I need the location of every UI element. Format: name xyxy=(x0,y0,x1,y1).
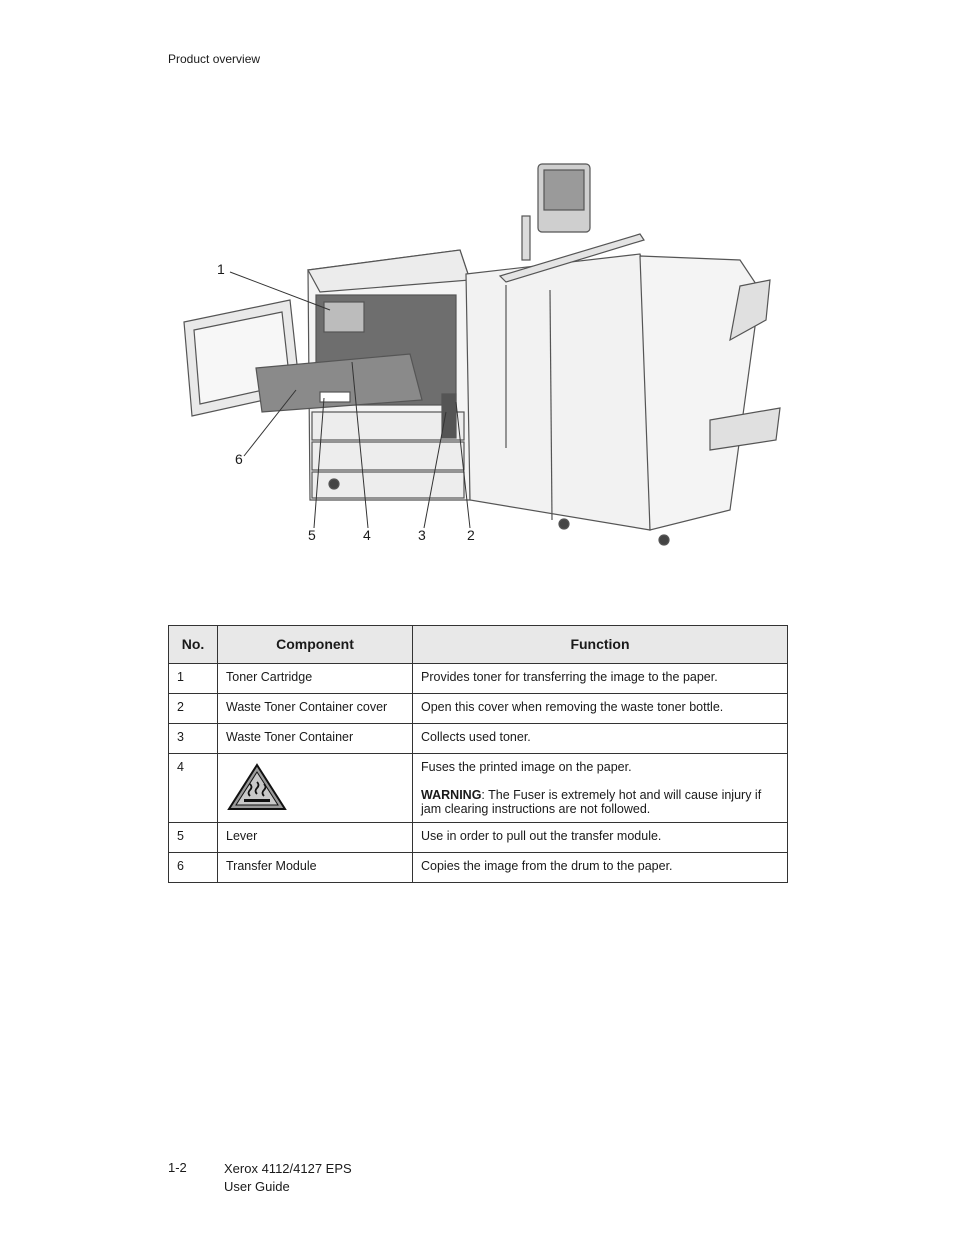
table-row: 2 Waste Toner Container cover Open this … xyxy=(168,693,788,724)
table-row: 3 Waste Toner Container Collects used to… xyxy=(168,723,788,754)
table-row: 6 Transfer Module Copies the image from … xyxy=(168,852,788,883)
row-component: Transfer Module xyxy=(217,852,413,883)
page-number: 1-2 xyxy=(168,1160,187,1175)
row-no: 6 xyxy=(168,852,218,883)
components-table: No. Component Function 1 Toner Cartridge… xyxy=(168,625,788,883)
hot-surface-warning-icon xyxy=(227,763,287,810)
fuser-warning: WARNING: The Fuser is extremely hot and … xyxy=(421,788,779,816)
header-no: No. xyxy=(168,625,218,664)
table-header-row: No. Component Function xyxy=(168,625,788,664)
row-function: Open this cover when removing the waste … xyxy=(412,693,788,724)
row-no: 3 xyxy=(168,723,218,754)
row-no: 1 xyxy=(168,663,218,694)
row-function: Copies the image from the drum to the pa… xyxy=(412,852,788,883)
row-component: Lever xyxy=(217,822,413,853)
row-no: 4 xyxy=(168,753,218,823)
callout-6: 6 xyxy=(235,451,243,467)
printer-illustration: 1 6 5 4 3 2 xyxy=(170,150,790,560)
header-component: Component xyxy=(217,625,413,664)
callout-2: 2 xyxy=(467,527,475,543)
table-row: 4 Fuses the printed image on the paper. … xyxy=(168,753,788,823)
row-function: Collects used toner. xyxy=(412,723,788,754)
product-name: Xerox 4112/4127 EPS xyxy=(224,1161,352,1176)
row-function: Provides toner for transferring the imag… xyxy=(412,663,788,694)
warning-label: WARNING xyxy=(421,788,482,802)
row-no: 2 xyxy=(168,693,218,724)
table-row: 5 Lever Use in order to pull out the tra… xyxy=(168,822,788,853)
printer-drawing xyxy=(183,163,781,546)
footer-title: Xerox 4112/4127 EPS User Guide xyxy=(224,1160,352,1196)
table-row: 1 Toner Cartridge Provides toner for tra… xyxy=(168,663,788,694)
callout-5: 5 xyxy=(308,527,316,543)
row-function: Fuses the printed image on the paper. WA… xyxy=(412,753,788,823)
row-component: Waste Toner Container cover xyxy=(217,693,413,724)
page-header: Product overview xyxy=(168,52,261,66)
callout-4: 4 xyxy=(363,527,371,543)
row-component xyxy=(217,753,413,823)
warning-text: : The Fuser is extremely hot and will ca… xyxy=(421,788,762,816)
row-no: 5 xyxy=(168,822,218,853)
callout-3: 3 xyxy=(418,527,426,543)
row-function: Use in order to pull out the transfer mo… xyxy=(412,822,788,853)
header-function: Function xyxy=(412,625,788,664)
callout-1: 1 xyxy=(217,261,225,277)
row-component: Waste Toner Container xyxy=(217,723,413,754)
row-component: Toner Cartridge xyxy=(217,663,413,694)
fuser-function-text: Fuses the printed image on the paper. xyxy=(421,760,632,774)
guide-name: User Guide xyxy=(224,1179,290,1194)
